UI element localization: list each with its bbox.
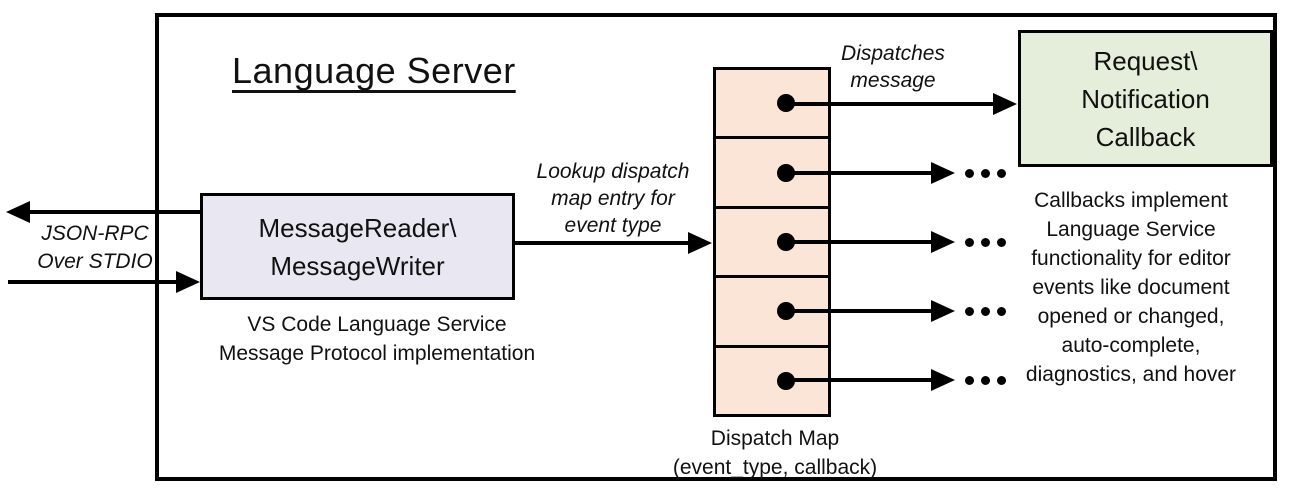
reader-box-line2: MessageWriter [270, 250, 445, 281]
ellipsis-more-callbacks-icon [965, 307, 1006, 316]
dispatch-map-caption: Dispatch Map (event_type, callback) [655, 424, 895, 482]
stdio-in-arrowhead-icon [176, 271, 200, 293]
dispatch-arrow-line [786, 171, 933, 175]
callbacks-note-line: functionality for editor [1031, 247, 1231, 270]
stdio-in-arrow-line [8, 280, 178, 284]
dispatch-arrowhead-icon [931, 231, 955, 253]
ellipsis-more-callbacks-icon [965, 169, 1006, 178]
dispatches-label-line2: message [850, 69, 936, 92]
reader-box-caption: VS Code Language Service Message Protoco… [197, 310, 557, 368]
reader-box-line1: MessageReader\ [258, 212, 457, 243]
callbacks-note-line: auto-complete, [1061, 334, 1201, 357]
callback-box-line2: Notification [1081, 83, 1210, 114]
lookup-label-line3: event type [564, 214, 662, 237]
reader-caption-line2: Message Protocol implementation [218, 342, 536, 365]
json-rpc-label: JSON-RPC Over STDIO [30, 220, 160, 276]
dispatch-arrowhead-icon [931, 369, 955, 391]
dispatch-arrow-line [786, 240, 933, 244]
dispatch-arrowhead-icon [931, 300, 955, 322]
request-notification-callback-box: Request\ Notification Callback [1018, 30, 1273, 167]
message-reader-writer-box: MessageReader\ MessageWriter [200, 193, 515, 300]
ellipsis-more-callbacks-icon [965, 376, 1006, 385]
dispatch-arrowhead-icon [993, 93, 1017, 115]
lookup-arrow-line [515, 241, 690, 245]
stdio-out-arrow-line [28, 210, 200, 214]
reader-caption-line1: VS Code Language Service [247, 313, 507, 336]
callbacks-note: Callbacks implement Language Service fun… [1003, 186, 1259, 389]
callbacks-note-line: Callbacks implement [1034, 189, 1228, 212]
language-server-boundary-box [155, 13, 1277, 481]
ellipsis-more-callbacks-icon [965, 238, 1006, 247]
dispatches-message-label: Dispatches message [828, 40, 958, 94]
dispatch-arrow-line [786, 102, 995, 106]
lookup-label-line2: map entry for [551, 187, 675, 210]
lookup-label-line1: Lookup dispatch [536, 160, 690, 183]
callbacks-note-line: events like document [1032, 276, 1230, 299]
json-rpc-label-line1: JSON-RPC [41, 222, 149, 245]
callbacks-note-line: opened or changed, [1037, 305, 1225, 328]
dispatch-arrow-line [786, 378, 933, 382]
dispatches-label-line1: Dispatches [841, 42, 945, 65]
callback-box-line3: Callback [1095, 121, 1196, 152]
callback-box-line1: Request\ [1093, 45, 1198, 76]
callbacks-note-line: Language Service [1046, 218, 1216, 241]
diagram-title: Language Server [232, 50, 516, 91]
dispatch-arrow-line [786, 309, 933, 313]
dispatch-map-caption-line2: (event_type, callback) [672, 456, 878, 479]
lookup-dispatch-label: Lookup dispatch map entry for event type [518, 158, 708, 239]
lookup-arrowhead-icon [688, 232, 712, 254]
dispatch-map-caption-line1: Dispatch Map [710, 427, 840, 450]
json-rpc-label-line2: Over STDIO [37, 250, 153, 273]
dispatch-arrowhead-icon [931, 162, 955, 184]
callbacks-note-line: diagnostics, and hover [1025, 363, 1237, 386]
stdio-out-arrowhead-icon [6, 201, 30, 223]
